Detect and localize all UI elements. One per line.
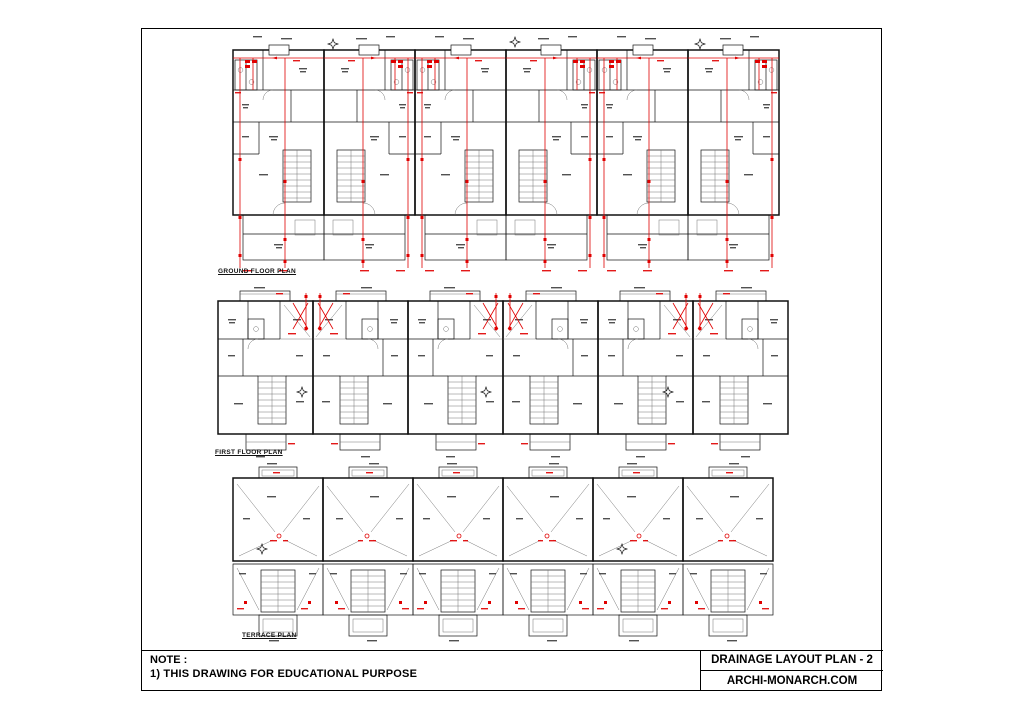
north-arrow-icon — [296, 386, 308, 398]
title-strip-divider — [141, 650, 883, 651]
sheet-border — [141, 28, 882, 691]
north-arrow-icon — [509, 36, 521, 48]
note-block: NOTE : 1) THIS DRAWING FOR EDUCATIONAL P… — [150, 653, 417, 681]
website-text: ARCHI-MONARCH.COM — [726, 675, 858, 687]
note-text: 1) THIS DRAWING FOR EDUCATIONAL PURPOSE — [150, 668, 418, 680]
terrace-plan-label: TERRACE PLAN — [242, 632, 297, 639]
north-arrow-icon — [616, 543, 628, 555]
north-arrow-icon — [694, 38, 706, 50]
ground-floor-plan-drawing — [232, 35, 780, 273]
first-floor-plan-drawing — [217, 286, 789, 459]
north-arrow-icon — [480, 386, 492, 398]
terrace-plan-drawing — [232, 462, 774, 643]
north-arrow-icon — [662, 386, 674, 398]
north-arrow-icon — [327, 38, 339, 50]
first-floor-plan-label: FIRST FLOOR PLAN — [215, 449, 283, 456]
drawing-title: DRAINAGE LAYOUT PLAN - 2 — [701, 650, 883, 671]
note-heading: NOTE : — [150, 654, 188, 666]
ground-floor-plan-label: GROUND FLOOR PLAN — [218, 268, 297, 275]
title-block: DRAINAGE LAYOUT PLAN - 2 ARCHI-MONARCH.C… — [700, 650, 883, 691]
north-arrow-icon — [256, 543, 268, 555]
